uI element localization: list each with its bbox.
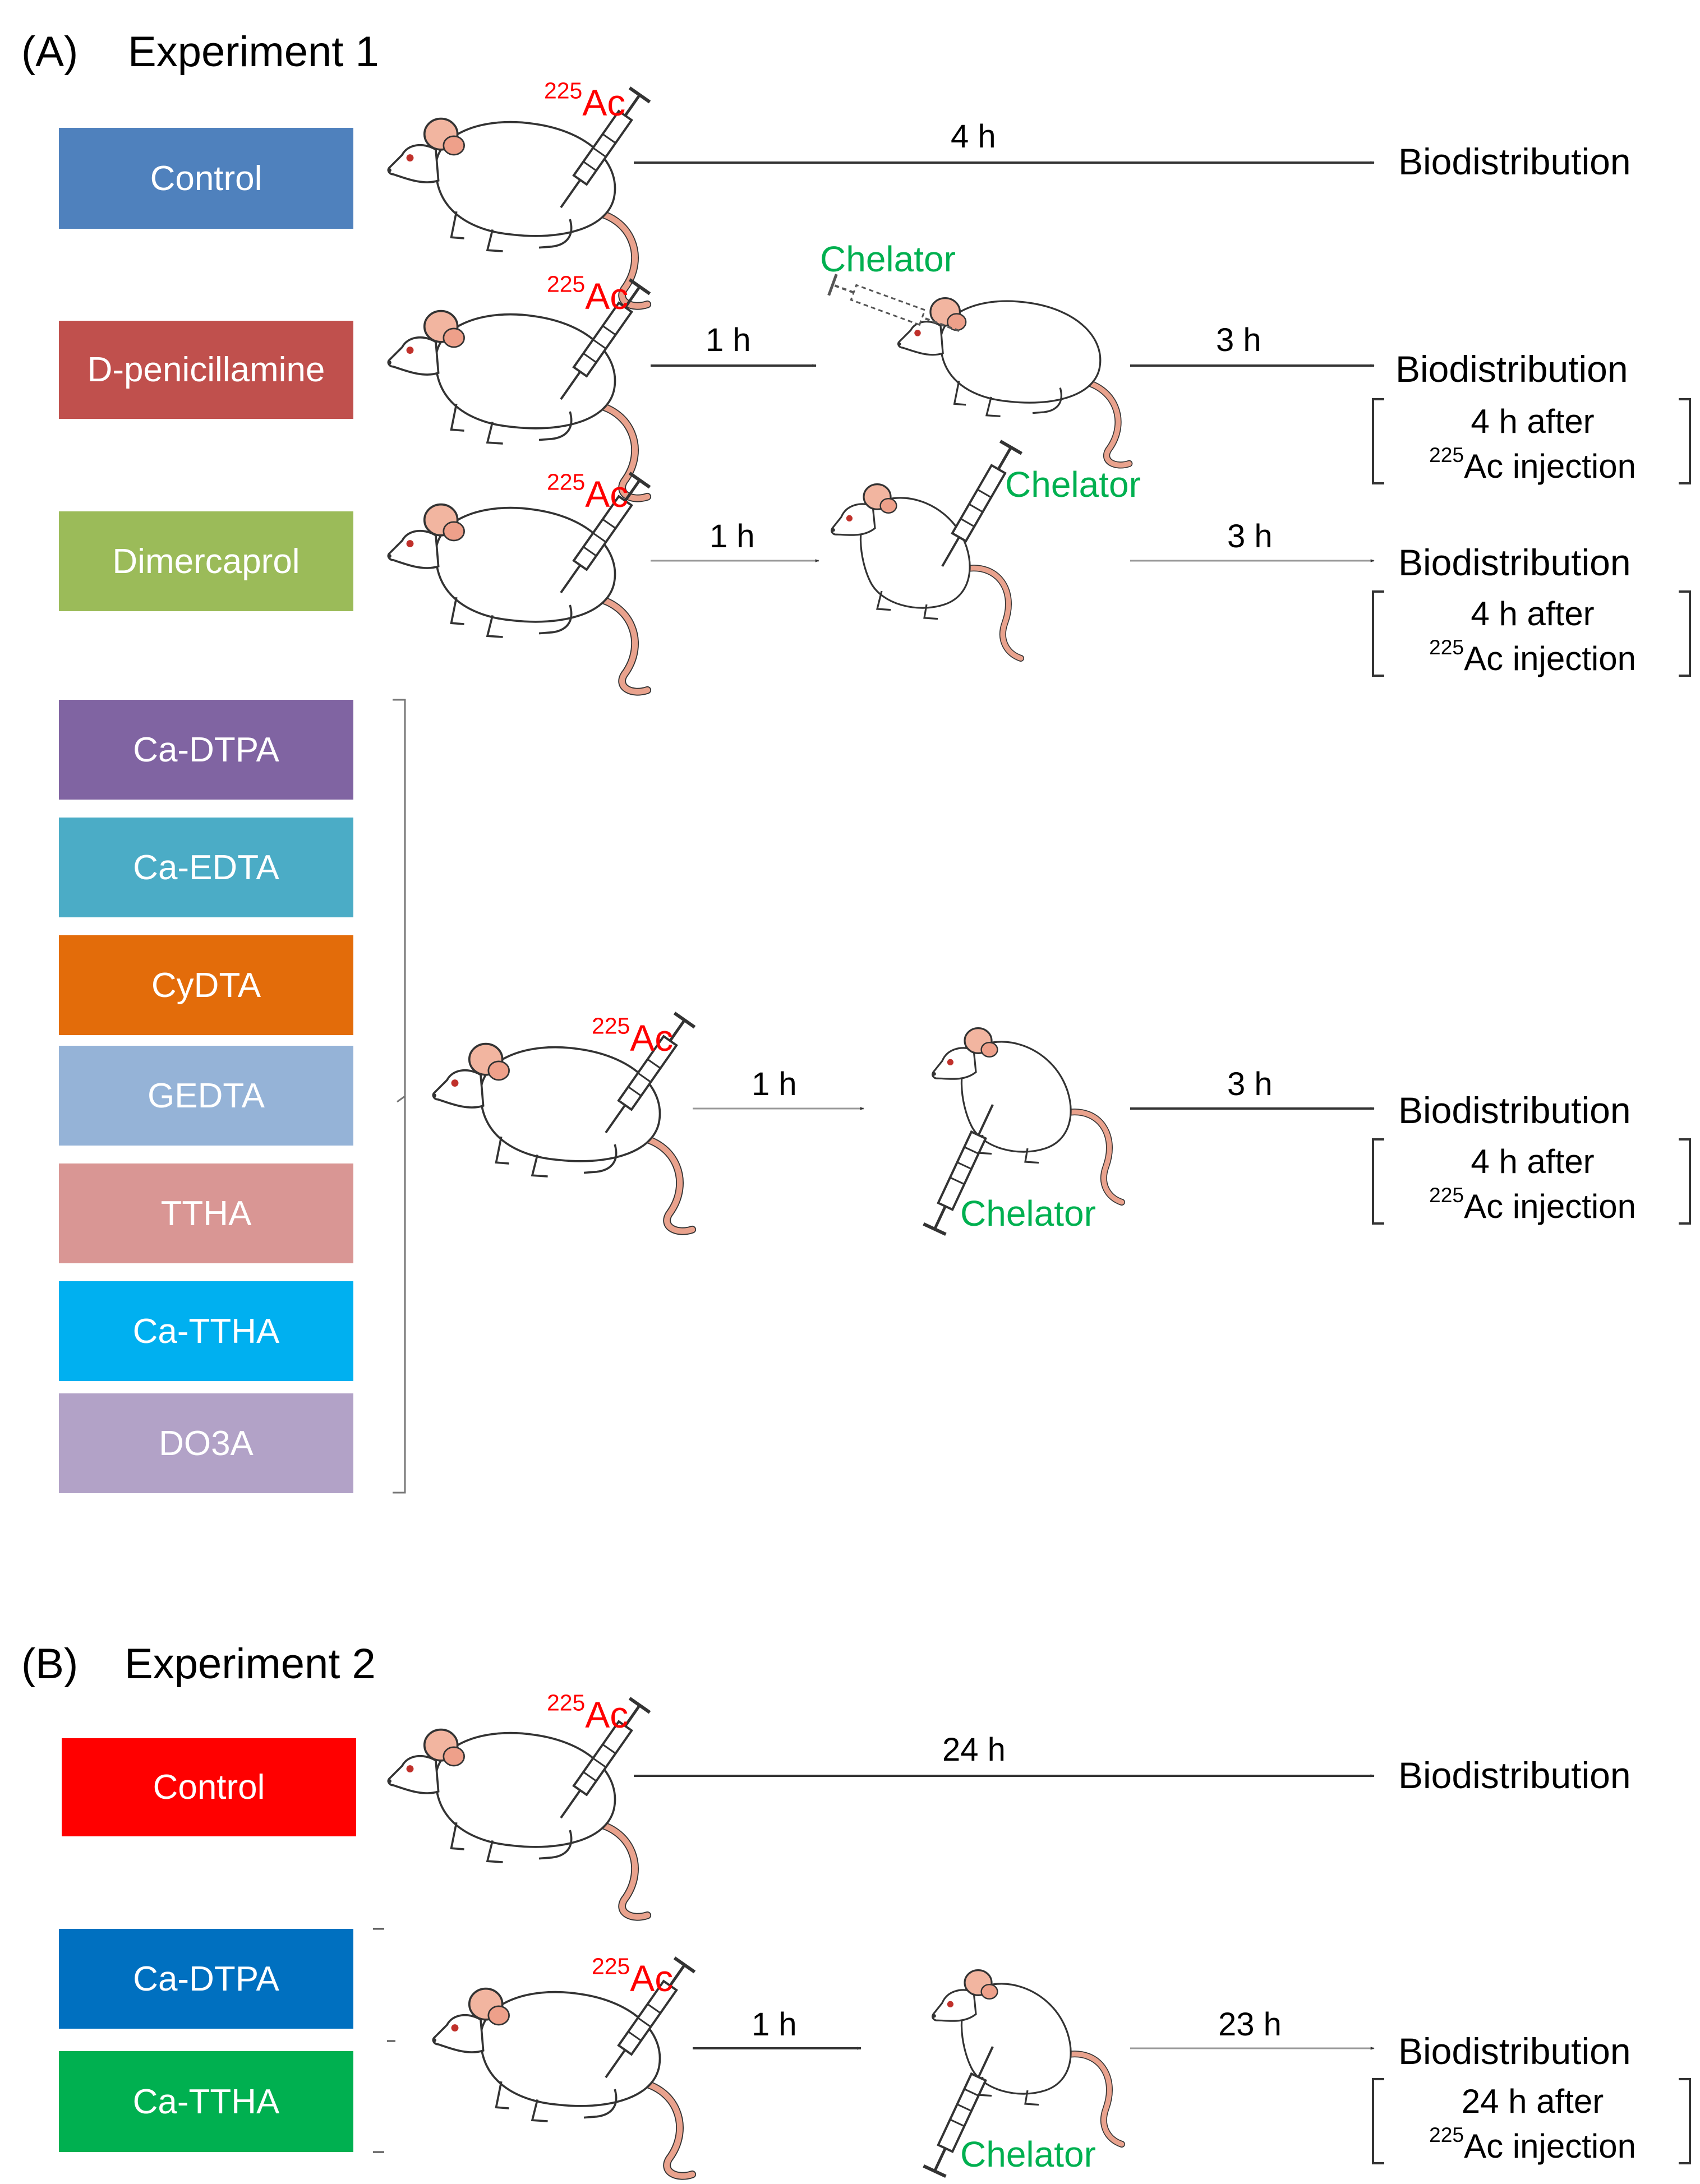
group-box: Dimercaprol xyxy=(59,511,353,611)
time-label: 23 h xyxy=(1218,2006,1282,2043)
time-label: 4 h xyxy=(951,118,996,155)
group-label: CyDTA xyxy=(151,966,261,1005)
group-box: D-penicillamine xyxy=(59,321,353,419)
a-row3-chelator-mouse xyxy=(831,484,1021,658)
group-box: Ca-DTPA xyxy=(59,700,353,800)
group-label: Control xyxy=(153,1768,265,1807)
timing-note-line1: 24 h after xyxy=(1461,2083,1604,2120)
biodistribution-label: Biodistribution xyxy=(1398,141,1631,182)
group-box: Control xyxy=(62,1738,356,1836)
time-label: 3 h xyxy=(1227,1066,1273,1102)
time-label: 1 h xyxy=(706,322,751,358)
isotope-label: 225Ac xyxy=(547,469,629,515)
time-label: 1 h xyxy=(752,2006,797,2043)
group-label: Ca-TTHA xyxy=(132,2082,280,2121)
group-label: Ca-DTPA xyxy=(133,1959,279,1998)
timing-note: 4 h after 225Ac injection xyxy=(1374,1139,1691,1229)
time-label: 3 h xyxy=(1216,322,1261,358)
isotope-label: 225Ac xyxy=(592,1953,674,1999)
group-label: D-penicillamine xyxy=(87,350,325,389)
timing-note-line2: 225Ac injection xyxy=(1429,1183,1636,1225)
section-a-title: Experiment 1 xyxy=(128,28,379,76)
time-label: 3 h xyxy=(1227,518,1273,555)
chelator-label: Chelator xyxy=(820,239,956,279)
group-box: Ca-DTPA xyxy=(59,1929,353,2029)
a-row2-chelator-mouse xyxy=(897,298,1129,465)
b-group-bracket xyxy=(373,1928,395,2153)
timing-note-line1: 4 h after xyxy=(1471,595,1595,632)
group-label: Control xyxy=(150,159,262,198)
timing-note: 24 h after 225Ac injection xyxy=(1374,2079,1691,2169)
group-box: Ca-EDTA xyxy=(59,818,353,917)
group-label: Ca-TTHA xyxy=(132,1312,280,1351)
group-label: Ca-DTPA xyxy=(133,730,279,769)
isotope-label: 225Ac xyxy=(547,1689,629,1735)
timing-note-line2: 225Ac injection xyxy=(1429,443,1636,485)
timing-note-line1: 4 h after xyxy=(1471,403,1595,440)
chelator-label: Chelator xyxy=(960,2134,1096,2174)
section-b-title: Experiment 2 xyxy=(125,1640,376,1688)
section-a-label: (A) xyxy=(21,28,79,76)
a-group-bracket xyxy=(393,699,406,1494)
biodistribution-label: Biodistribution xyxy=(1398,1754,1631,1796)
timing-note: 4 h after 225Ac injection xyxy=(1374,399,1691,489)
group-label: Dimercaprol xyxy=(112,542,300,581)
time-label: 24 h xyxy=(942,1731,1006,1768)
group-label: TTHA xyxy=(160,1194,252,1233)
group-label: Ca-EDTA xyxy=(133,848,279,887)
group-box: TTHA xyxy=(59,1163,353,1263)
timing-note-line1: 4 h after xyxy=(1471,1143,1595,1180)
group-box: DO3A xyxy=(59,1393,353,1493)
biodistribution-label: Biodistribution xyxy=(1398,542,1631,583)
timing-note-line2: 225Ac injection xyxy=(1429,635,1636,677)
group-box: CyDTA xyxy=(59,935,353,1035)
group-box: Ca-TTHA xyxy=(59,1281,353,1381)
time-label: 1 h xyxy=(710,518,755,555)
group-label: DO3A xyxy=(159,1424,254,1463)
section-b-label: (B) xyxy=(21,1640,79,1688)
timing-note: 4 h after 225Ac injection xyxy=(1374,592,1691,681)
group-box: Control xyxy=(59,128,353,229)
biodistribution-label: Biodistribution xyxy=(1398,2030,1631,2072)
isotope-label: 225Ac xyxy=(592,1013,674,1059)
timing-note-line2: 225Ac injection xyxy=(1429,2123,1636,2165)
time-label: 1 h xyxy=(752,1066,797,1102)
chelator-label: Chelator xyxy=(1005,464,1141,505)
chelator-label: Chelator xyxy=(960,1193,1096,1234)
biodistribution-label: Biodistribution xyxy=(1398,1089,1631,1131)
isotope-label: 225Ac xyxy=(547,271,629,317)
group-box: GEDTA xyxy=(59,1046,353,1146)
isotope-label: 225Ac xyxy=(544,77,626,123)
group-box: Ca-TTHA xyxy=(59,2051,353,2152)
biodistribution-label: Biodistribution xyxy=(1395,348,1628,390)
group-label: GEDTA xyxy=(148,1076,265,1115)
